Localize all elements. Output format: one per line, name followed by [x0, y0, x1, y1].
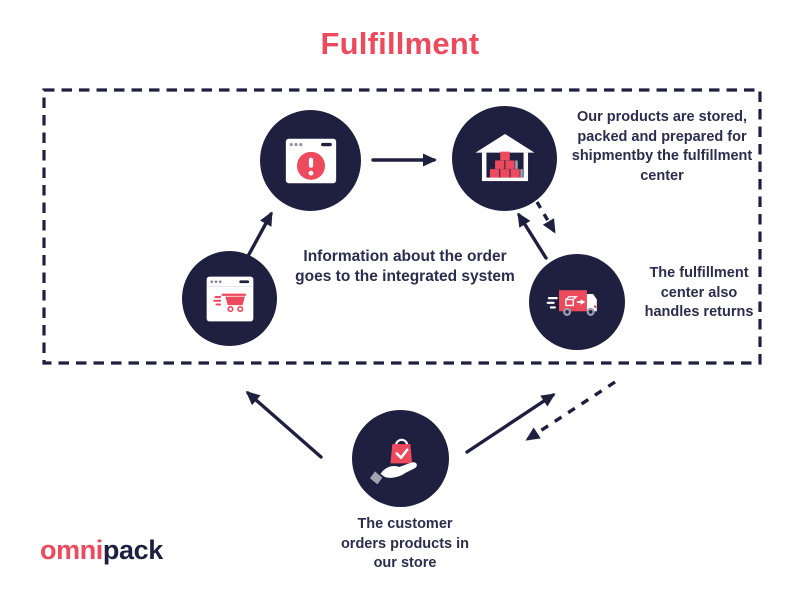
hand-bag-icon — [369, 438, 417, 484]
arrow-customer-to-delivery — [465, 393, 556, 454]
warehouse-boxes-icon — [475, 133, 534, 181]
logo-part-omni: omni — [40, 535, 103, 565]
caption-stored-packed: Our products are stored, packed and prep… — [571, 109, 753, 184]
cart-browser-icon — [206, 276, 253, 321]
alert-browser-icon — [285, 138, 336, 183]
arrow-warehouse-to-delivery-dashed — [535, 201, 556, 234]
node-delivery — [529, 254, 625, 350]
caption-customer-orders: The customer orders products in our stor… — [340, 516, 470, 571]
caption-integrated-system: Information about the order goes to the … — [295, 248, 515, 285]
node-warehouse — [452, 106, 557, 211]
arrow-delivery-to-warehouse — [517, 212, 548, 260]
arrow-store-to-system — [245, 211, 273, 260]
arrow-customer-to-store — [245, 391, 323, 459]
omnipack-logo: omnipack — [40, 535, 163, 566]
node-customer — [352, 410, 449, 507]
truck-icon — [546, 290, 597, 316]
logo-part-pack: pack — [102, 535, 163, 565]
node-order-system — [260, 110, 361, 211]
caption-returns: The fulfillment center also handles retu… — [644, 265, 754, 320]
arrow-delivery-to-customer-dashed — [525, 380, 616, 441]
node-store — [182, 251, 277, 346]
page-title: Fulfillment — [320, 26, 480, 61]
